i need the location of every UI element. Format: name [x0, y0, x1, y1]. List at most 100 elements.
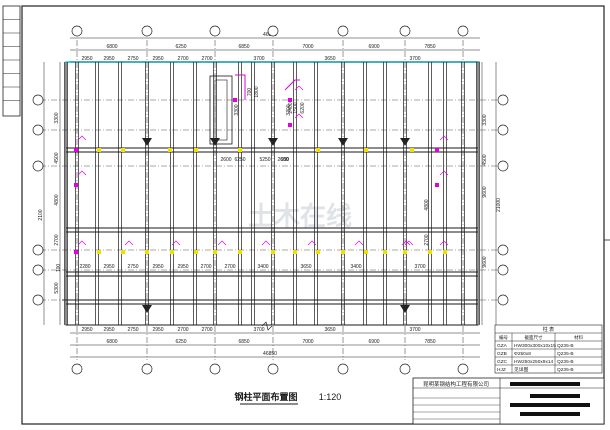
dimension-text: 2750	[127, 327, 138, 333]
stair-opening	[209, 75, 233, 145]
axis-bubble-right	[497, 94, 509, 106]
column-marker-gzb	[74, 250, 78, 254]
drawing-title-text: 钢柱平面布置图	[234, 391, 297, 402]
axis-bubble-top	[267, 25, 279, 37]
axis-bubble-left	[32, 124, 44, 136]
legend-column-header: 截面尺寸	[525, 334, 543, 341]
dimension-text: 3700	[409, 56, 420, 62]
dimension-text: 7850	[424, 339, 435, 345]
legend-row-id: GZB	[497, 351, 507, 357]
column-marker-gzb	[435, 183, 439, 187]
column-marker-gza	[238, 148, 242, 152]
column-marker-gza	[316, 148, 320, 152]
column-tag-mark	[401, 240, 411, 246]
dimension-text: 6250	[234, 157, 245, 163]
dimension-text: 2750	[127, 56, 138, 62]
drawing-title: 钢柱平面布置图 1:120	[234, 391, 342, 405]
column-base-symbol	[400, 138, 410, 146]
dimension-text: 2950	[103, 327, 114, 333]
dimension-text: 6800	[106, 339, 117, 345]
legend-row-size: Φ250x8	[514, 351, 531, 357]
dimension-text: 3650	[324, 56, 335, 62]
legend-row-size: HW250x250x9x14	[514, 359, 554, 365]
column-tag-mark	[439, 135, 449, 141]
dimension-text: 6800	[106, 44, 117, 50]
dimension-text: 6900	[368, 339, 379, 345]
column-base-symbol	[142, 305, 152, 313]
dimension-text: 2700	[201, 56, 212, 62]
dimension-text: 1500	[293, 102, 299, 113]
dimension-text: 5300	[54, 282, 60, 293]
stair-opening-inner	[214, 79, 228, 141]
dimension-text: 2600	[277, 157, 288, 163]
dimension-text: 2280	[79, 264, 90, 270]
column-markers	[74, 85, 449, 313]
dimension-text: 3300	[482, 114, 488, 125]
axis-bubble-top	[457, 25, 469, 37]
dimension-text: 3400	[257, 264, 268, 270]
binding-strip	[2, 5, 21, 117]
dimension-text: 2700	[201, 327, 212, 333]
column-tag-mark	[261, 240, 271, 246]
column-marker-gza	[293, 250, 297, 254]
dimension-text: 4800	[424, 199, 430, 210]
dimension-text: 9600	[482, 256, 488, 267]
axis-bubble-left	[32, 160, 44, 172]
dimension-text: 3400	[350, 264, 361, 270]
column-marker-gza	[170, 250, 174, 254]
column-tag-mark	[217, 240, 227, 246]
column-marker-gza	[121, 250, 125, 254]
dimension-lines: 4685068006250685070006900785029502950275…	[38, 32, 502, 358]
watermark: 土木在线	[248, 201, 352, 231]
column-marker-gza	[194, 250, 198, 254]
axis-bubble-top	[337, 25, 349, 37]
dimension-text: 3700	[253, 327, 264, 333]
axis-bubble-bottom	[267, 363, 279, 375]
break-mark	[261, 321, 273, 331]
dimension-text: 2700	[224, 264, 235, 270]
beam-layout	[62, 61, 480, 331]
column-tag-mark	[307, 240, 317, 246]
legend-row-size: 见详图	[514, 366, 529, 373]
legend-column-header: 材料	[574, 334, 583, 341]
dimension-text: 700	[247, 88, 253, 97]
column-tag-mark	[124, 240, 134, 246]
column-marker-gza	[341, 250, 345, 254]
column-tag-mark	[77, 135, 87, 141]
dimension-text: 7000	[302, 44, 313, 50]
column-marker-gza	[97, 250, 101, 254]
dimension-text: 2950	[152, 56, 163, 62]
column-marker-gzb	[288, 123, 292, 127]
dimension-text: 3650	[324, 327, 335, 333]
column-marker-gzb	[435, 148, 439, 152]
dimension-text: 2750	[127, 264, 138, 270]
drawing-scale-text: 1:120	[319, 392, 342, 402]
dimension-text: 950	[281, 157, 290, 163]
dimension-text: 2400	[288, 102, 294, 113]
column-marker-gzb	[288, 98, 292, 102]
column-marker-gza	[428, 250, 432, 254]
legend-row-id: HJZ	[497, 367, 506, 373]
column-marker-gza	[443, 250, 447, 254]
dimension-text: 2700	[54, 234, 60, 245]
axis-bubble-bottom	[71, 363, 83, 375]
column-marker-gza	[194, 148, 198, 152]
dimension-text: 2700	[177, 56, 188, 62]
dimension-text: 2600	[220, 157, 231, 163]
dimension-text: 3300	[54, 112, 60, 123]
axis-bubble-right	[497, 264, 509, 276]
column-marker-gza	[383, 250, 387, 254]
column-base-symbol	[268, 138, 278, 146]
column-marker-gza	[145, 250, 149, 254]
dimension-text: 2950	[152, 264, 163, 270]
axis-bubble-right	[497, 294, 509, 306]
sheet-border	[21, 5, 605, 425]
dimension-text: 21000	[496, 198, 502, 212]
axis-bubble-top	[399, 25, 411, 37]
legend-row-id: GZA	[497, 343, 508, 349]
axis-bubble-bottom	[209, 363, 221, 375]
title-block-field	[520, 412, 580, 416]
watermark-text: 土木在线	[248, 201, 352, 231]
dimension-text: 3700	[414, 264, 425, 270]
